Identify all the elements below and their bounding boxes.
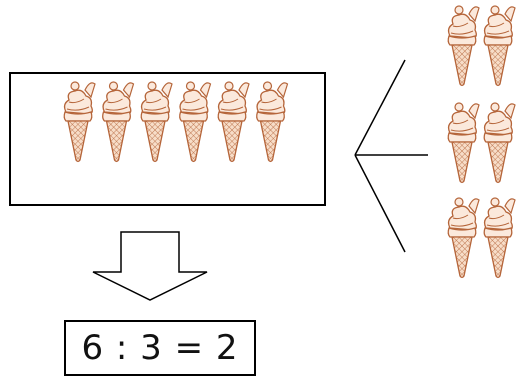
ice-cream-cone-icon [217, 81, 250, 163]
group-3 [447, 197, 516, 279]
split-line-bottom [354, 154, 406, 253]
equation-box: 6 : 3 = 2 [64, 320, 256, 376]
source-group-box [9, 72, 326, 206]
ice-cream-cone-icon [483, 5, 516, 87]
ice-cream-cone-icon [102, 81, 135, 163]
equation-text: 6 : 3 = 2 [81, 328, 239, 368]
ice-cream-cone-icon [447, 197, 480, 279]
ice-cream-cone-icon [483, 102, 516, 184]
split-lines [354, 59, 428, 253]
ice-cream-cone-icon [63, 81, 96, 163]
source-cones [63, 81, 289, 163]
ice-cream-cone-icon [140, 81, 173, 163]
group-1 [447, 5, 516, 87]
ice-cream-cone-icon [256, 81, 289, 163]
divided-groups [447, 5, 516, 279]
group-2 [447, 102, 516, 184]
down-arrow-icon [92, 231, 208, 301]
split-line-top [354, 59, 406, 156]
ice-cream-cone-icon [179, 81, 212, 163]
ice-cream-cone-icon [483, 197, 516, 279]
ice-cream-cone-icon [447, 102, 480, 184]
ice-cream-cone-icon [447, 5, 480, 87]
